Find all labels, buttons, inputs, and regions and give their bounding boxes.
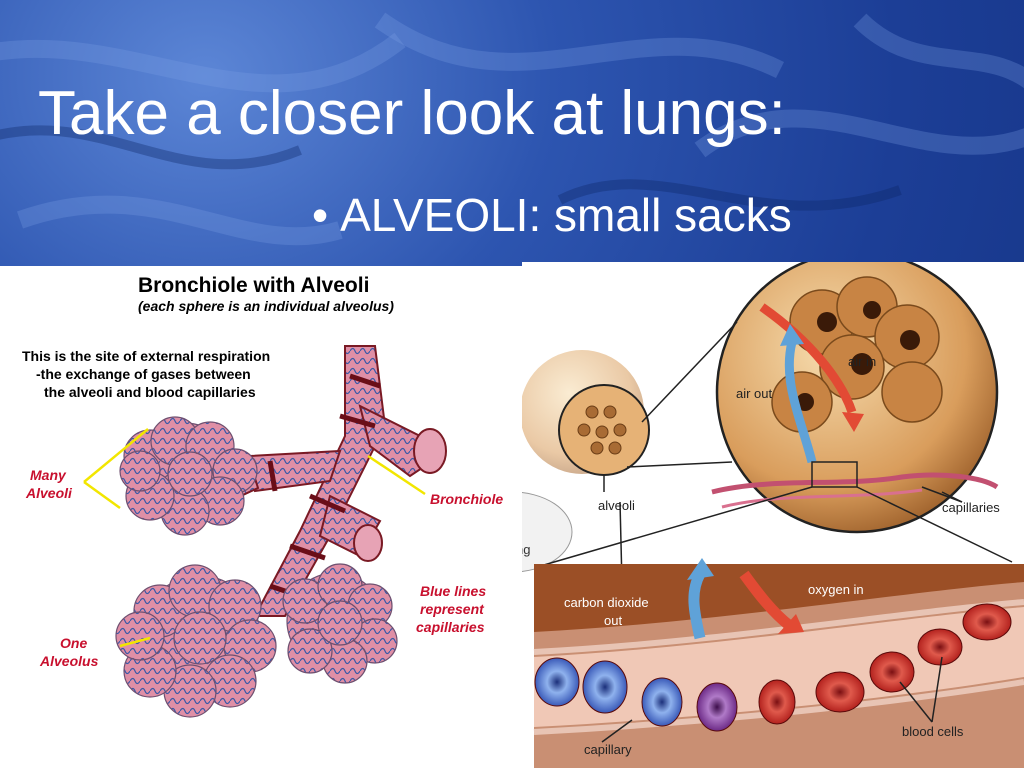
- alveoli-gas-exchange-figure: ng: [522, 262, 1024, 768]
- description-line-2: -the exchange of gases between: [36, 366, 251, 382]
- label-cut-off: ng: [522, 542, 530, 557]
- label-capillaries-left: capillaries: [416, 619, 485, 635]
- label-co2-line-2: out: [604, 613, 622, 628]
- alveoli-cluster-lower-right: [282, 563, 398, 684]
- annotation-pointers: [83, 428, 426, 648]
- label-air-out: air out: [736, 386, 773, 401]
- label-capillary: capillary: [584, 742, 632, 757]
- label-blood-cells: blood cells: [902, 724, 964, 739]
- label-co2-line-1: carbon dioxide: [564, 595, 649, 610]
- co2-arrow: [688, 571, 706, 640]
- o2-arrow: [739, 570, 794, 631]
- label-alveolus: Alveolus: [39, 653, 99, 669]
- bronchiole-bands: [267, 373, 381, 599]
- gas-exchange-diagram: ng: [522, 262, 1024, 768]
- bullet-point: •ALVEOLI: small sacks: [312, 188, 792, 242]
- description-line-3: the alveoli and blood capillaries: [44, 384, 256, 400]
- blood-cell-pointers: [601, 656, 943, 743]
- bronchiole-figure: Bronchiole with Alveoli (each sphere is …: [0, 266, 522, 768]
- label-air-in: air in: [848, 354, 876, 369]
- bullet-text: ALVEOLI: small sacks: [340, 189, 792, 241]
- label-bronchiole: Bronchiole: [430, 491, 503, 507]
- figure-subheading: (each sphere is an individual alveolus): [138, 298, 394, 314]
- label-represent: represent: [420, 601, 485, 617]
- label-one: One: [60, 635, 87, 651]
- o2-arrowhead: [778, 614, 804, 634]
- bullet-dot: •: [312, 189, 329, 241]
- large-alveoli-inset: [711, 262, 999, 534]
- alveoli-cluster-upper: [119, 416, 258, 536]
- description-line-1: This is the site of external respiration: [22, 348, 270, 364]
- label-alveoli: Alveoli: [25, 485, 73, 501]
- label-many: Many: [30, 467, 67, 483]
- label-capillaries-right: capillaries: [942, 500, 1000, 515]
- blood-cells: [534, 603, 1012, 732]
- co2-arrowhead: [687, 558, 714, 580]
- label-oxygen-in: oxygen in: [808, 582, 864, 597]
- alveoli-cluster-lower-left: [115, 564, 277, 718]
- bronchiole-diagram: Bronchiole with Alveoli (each sphere is …: [22, 274, 503, 718]
- slide-title: Take a closer look at lungs:: [38, 79, 786, 148]
- figure-heading: Bronchiole with Alveoli: [138, 274, 369, 297]
- offscreen-lung-shape: [522, 492, 573, 572]
- connector-lines: [536, 321, 1013, 585]
- label-blue-lines: Blue lines: [420, 583, 486, 599]
- label-alveoli-right: alveoli: [598, 498, 635, 513]
- small-alveoli-inset: [522, 350, 650, 476]
